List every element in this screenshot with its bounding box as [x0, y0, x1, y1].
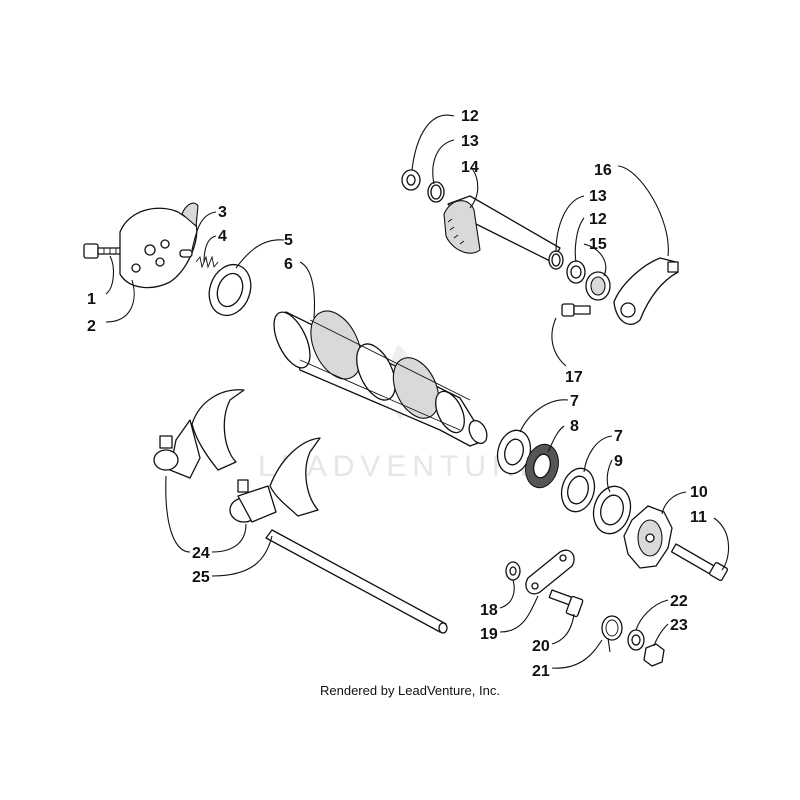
callout-14: 14	[461, 159, 479, 176]
callout-15: 15	[589, 236, 607, 253]
part-19-stopper-plate	[525, 549, 575, 595]
part-2-cover	[119, 202, 199, 289]
callout-12a: 12	[461, 108, 479, 125]
part-12-washer-upper	[401, 169, 421, 191]
part-8-lock-washer	[525, 443, 559, 489]
part-12-washer-right	[566, 260, 586, 284]
part-13-washer-right	[548, 250, 564, 270]
callout-24: 24	[192, 545, 210, 562]
footer-credit: Rendered by LeadVenture, Inc.	[320, 683, 500, 698]
callout-6: 6	[284, 256, 293, 273]
part-4-spring	[195, 255, 219, 269]
callout-21: 21	[532, 663, 550, 680]
callout-18: 18	[480, 602, 498, 619]
callout-4: 4	[218, 228, 227, 245]
part-10-star-cam	[623, 505, 673, 569]
part-9-washer	[592, 485, 632, 535]
part-24-shift-fork-left	[153, 389, 245, 479]
part-22-washer	[627, 629, 645, 651]
part-23-nut	[643, 643, 665, 667]
callout-25: 25	[192, 569, 210, 586]
part-14-shift-shaft	[443, 195, 561, 263]
callout-13a: 13	[461, 133, 479, 150]
callout-20: 20	[532, 638, 550, 655]
part-20-stopper-bolt	[548, 589, 584, 618]
part-17-bolt	[561, 303, 591, 317]
part-21-spring	[601, 615, 623, 653]
leader-lines	[105, 114, 730, 669]
callout-labels: 1 2 3 4 5 6 7 8 7 9 10 11 12 13 14 16 13…	[87, 108, 708, 680]
callout-12b: 12	[589, 211, 607, 228]
callout-13b: 13	[589, 188, 607, 205]
part-7-washer-a	[496, 429, 532, 475]
part-24-shift-fork-right	[229, 437, 321, 523]
callout-10: 10	[690, 484, 708, 501]
part-3-pin	[179, 249, 193, 258]
part-18-washer	[505, 561, 521, 581]
part-13-washer-upper	[427, 181, 445, 203]
callout-22: 22	[670, 593, 688, 610]
part-6-shift-drum	[273, 310, 488, 447]
part-7-washer-b	[560, 467, 596, 513]
callout-5: 5	[284, 232, 293, 249]
callout-9: 9	[614, 453, 623, 470]
part-11-bolt	[670, 543, 729, 582]
callout-2: 2	[87, 318, 96, 335]
callout-7b: 7	[614, 428, 623, 445]
part-5-washer	[208, 263, 252, 317]
callout-1: 1	[87, 291, 96, 308]
callout-11: 11	[690, 509, 707, 526]
callout-17: 17	[565, 369, 583, 386]
callout-16: 16	[594, 162, 612, 179]
part-1-bolt	[83, 243, 125, 259]
part-15-bearing	[585, 271, 611, 301]
callout-19: 19	[480, 626, 498, 643]
callout-23: 23	[670, 617, 688, 634]
callout-8: 8	[570, 418, 579, 435]
callout-3: 3	[218, 204, 227, 221]
part-16-shift-arm	[613, 257, 679, 325]
part-25-fork-rod	[265, 529, 448, 634]
callout-7a: 7	[570, 393, 579, 410]
